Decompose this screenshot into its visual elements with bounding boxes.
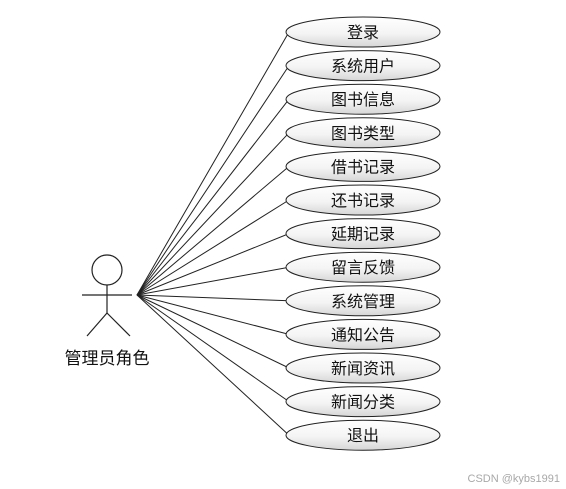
association-line [136,132,290,296]
use-case-oval [285,50,441,82]
use-case: 图书信息 [285,83,441,115]
association-lines [136,31,290,436]
use-case-oval [285,285,441,317]
use-case: 退出 [285,419,441,451]
use-case: 系统管理 [285,285,441,317]
use-case: 还书记录 [285,184,441,216]
use-case-label: 系统用户 [331,57,395,76]
use-case-list: 登录系统用户图书信息图书类型借书记录还书记录延期记录留言反馈系统管理通知公告新闻… [285,16,441,451]
use-case-label: 新闻资讯 [331,359,395,378]
use-case-label: 新闻分类 [331,393,395,412]
use-case: 借书记录 [285,150,441,182]
association-line [136,31,290,296]
association-line [136,266,290,296]
association-line [136,199,290,296]
use-case-label: 留言反馈 [331,258,395,277]
use-case-label: 借书记录 [331,157,395,176]
use-case-label: 图书类型 [331,124,395,143]
association-line [136,294,290,403]
actor-label: 管理员角色 [65,349,150,369]
use-case-oval [285,318,441,350]
use-case-oval [285,150,441,182]
use-case-oval [285,16,441,48]
use-case-oval [285,218,441,250]
association-line [136,294,290,335]
use-case: 图书类型 [285,117,441,149]
use-case-oval [285,184,441,216]
actor-head [91,254,123,286]
use-case: 留言反馈 [285,251,441,283]
association-line [136,65,290,296]
use-case-oval [285,419,441,451]
use-case-oval [285,386,441,418]
association-line [136,166,290,296]
watermark: CSDN @kybs1991 [468,473,560,485]
use-case-oval [285,83,441,115]
use-case-label: 通知公告 [331,325,395,344]
use-case-oval [285,352,441,384]
association-line [136,98,290,296]
use-case-label: 图书信息 [331,90,395,109]
use-case-label: 延期记录 [331,225,395,244]
actor-right-leg [106,312,131,337]
stick-figure-icon [82,254,132,337]
use-case: 延期记录 [285,218,441,250]
use-case-label: 登录 [347,23,379,42]
use-case-oval [285,251,441,283]
use-case-label: 退出 [347,426,379,445]
association-line [136,233,290,296]
use-case: 新闻分类 [285,386,441,418]
use-case: 通知公告 [285,318,441,350]
use-case-label: 系统管理 [331,292,395,311]
actor-left-leg [86,312,108,337]
association-line [136,294,290,302]
association-line [136,294,290,369]
use-case-label: 还书记录 [331,191,395,210]
use-case: 新闻资讯 [285,352,441,384]
actor: 管理员角色 [65,254,150,369]
use-case: 系统用户 [285,50,441,82]
use-case: 登录 [285,16,441,48]
association-line [136,294,290,436]
use-case-oval [285,117,441,149]
